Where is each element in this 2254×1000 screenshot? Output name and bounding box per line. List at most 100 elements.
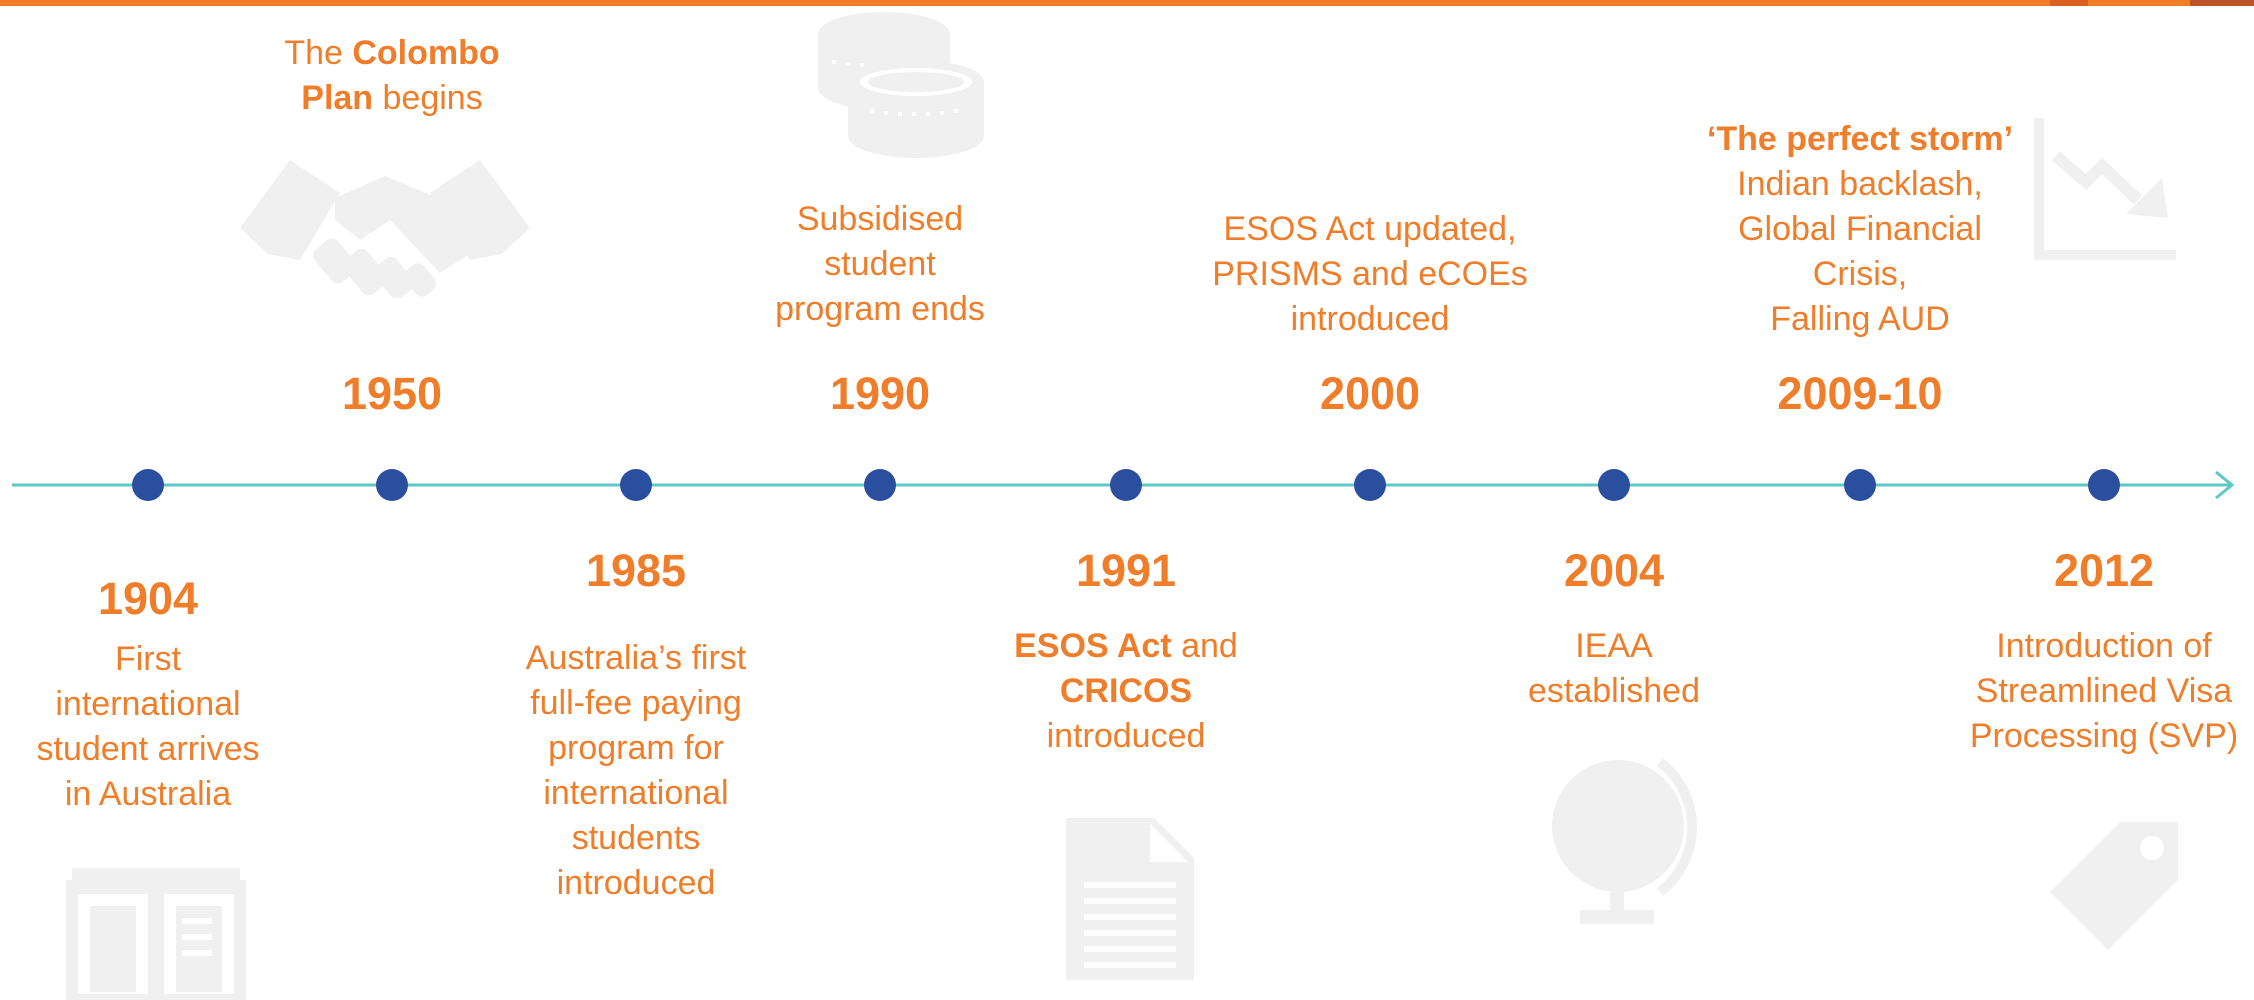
- description-text: begins: [373, 79, 483, 117]
- description-emphasis: ‘The perfect storm’: [1706, 120, 2014, 158]
- timeline-arrowhead: [2215, 470, 2235, 500]
- description-line: established: [1454, 669, 1774, 714]
- description-emphasis: ESOS Act: [1014, 627, 1172, 665]
- tag-icon: [2050, 822, 2178, 950]
- description-text: established: [1527, 672, 1700, 710]
- event-description: Subsidised student program ends: [720, 197, 1040, 332]
- event-year: 2009-10: [1777, 368, 1943, 419]
- description-line: Plan begins: [232, 76, 552, 121]
- description-text: students: [571, 819, 701, 857]
- description-line: Streamlined Visa: [1949, 669, 2254, 714]
- description-line: program for: [476, 726, 796, 771]
- description-text: Streamlined Visa: [1975, 672, 2233, 710]
- handshake-icon: [240, 160, 530, 298]
- description-line: students: [476, 816, 796, 861]
- description-text: international: [543, 774, 729, 812]
- event-year: 1985: [585, 545, 687, 596]
- globe-icon: [1552, 758, 1698, 924]
- description-text: in Australia: [64, 775, 232, 813]
- description-line: introduced: [966, 714, 1286, 759]
- description-line: First: [0, 637, 298, 682]
- timeline-node: [132, 469, 164, 501]
- description-line: IEAA: [1454, 624, 1774, 669]
- event-year: 1991: [1075, 545, 1177, 596]
- description-line: ESOS Act and: [966, 624, 1286, 669]
- event-description: ESOS Act updated, PRISMS and eCOEs introdu…: [1180, 207, 1560, 342]
- description-line: student: [720, 242, 1040, 287]
- timeline-node: [620, 469, 652, 501]
- description-text: Indian backlash,: [1737, 165, 1983, 203]
- description-line: ESOS Act updated,: [1180, 207, 1560, 252]
- description-text: Falling AUD: [1770, 300, 1950, 338]
- timeline-node: [1598, 469, 1630, 501]
- description-line: Indian backlash,: [1680, 162, 2040, 207]
- description-text: Subsidised: [796, 200, 964, 238]
- description-text: program for: [548, 729, 724, 767]
- event-year: 1990: [829, 368, 931, 419]
- description-line: student arrives: [0, 727, 298, 772]
- description-emphasis: Colombo: [352, 34, 500, 72]
- event-description: First international student arrives in Aust…: [0, 637, 298, 817]
- description-text: and: [1171, 627, 1238, 665]
- event-year: 2004: [1563, 545, 1665, 596]
- description-text: introduced: [1290, 300, 1450, 338]
- event-description: ‘The perfect storm’ Indian backlash, Globa…: [1680, 117, 2040, 342]
- top-bar-mark: [2050, 0, 2088, 6]
- timeline-node: [2088, 469, 2120, 501]
- description-line: program ends: [720, 287, 1040, 332]
- description-line: Introduction of: [1949, 624, 2254, 669]
- description-line: Processing (SVP): [1949, 714, 2254, 759]
- open-book-icon: [66, 868, 246, 1000]
- description-emphasis: CRICOS: [1059, 672, 1193, 710]
- timeline-node: [1110, 469, 1142, 501]
- timeline-node: [1844, 469, 1876, 501]
- description-text: full-fee paying: [530, 684, 742, 722]
- event-year: 2012: [2053, 545, 2155, 596]
- description-line: CRICOS: [966, 669, 1286, 714]
- description-text: Introduction of: [1996, 627, 2212, 665]
- description-line: Falling AUD: [1680, 297, 2040, 342]
- description-line: international: [0, 682, 298, 727]
- description-text: Crisis,: [1812, 255, 1908, 293]
- description-text: ESOS Act updated,: [1223, 210, 1517, 248]
- description-text: Processing (SVP): [1969, 717, 2239, 755]
- declining-chart-icon: [2034, 118, 2176, 260]
- description-line: The Colombo: [232, 31, 552, 76]
- document-icon: [1066, 818, 1194, 980]
- description-text: student arrives: [36, 730, 260, 768]
- description-line: Australia’s first: [476, 636, 796, 681]
- event-year: 1950: [341, 368, 443, 419]
- event-year: 1904: [97, 573, 199, 624]
- description-emphasis: Plan: [301, 79, 374, 117]
- description-text: student: [824, 245, 936, 283]
- description-text: PRISMS and eCOEs: [1212, 255, 1528, 293]
- description-line: international: [476, 771, 796, 816]
- description-line: PRISMS and eCOEs: [1180, 252, 1560, 297]
- coins-icon: [818, 12, 984, 158]
- description-line: introduced: [476, 861, 796, 906]
- description-line: introduced: [1180, 297, 1560, 342]
- description-text: program ends: [775, 290, 985, 328]
- timeline-node: [1354, 469, 1386, 501]
- top-accent-bar: [0, 0, 2254, 6]
- description-line: Subsidised: [720, 197, 1040, 242]
- description-line: ‘The perfect storm’: [1680, 117, 2040, 162]
- description-line: full-fee paying: [476, 681, 796, 726]
- description-line: Global Financial: [1680, 207, 2040, 252]
- description-text: introduced: [1046, 717, 1206, 755]
- description-text: Global Financial: [1738, 210, 1982, 248]
- timeline-node: [376, 469, 408, 501]
- timeline-node: [864, 469, 896, 501]
- event-year: 2000: [1319, 368, 1421, 419]
- description-text: introduced: [556, 864, 716, 902]
- description-text: international: [55, 685, 241, 723]
- description-text: First: [114, 640, 182, 678]
- description-line: Crisis,: [1680, 252, 2040, 297]
- description-text: The: [284, 34, 353, 72]
